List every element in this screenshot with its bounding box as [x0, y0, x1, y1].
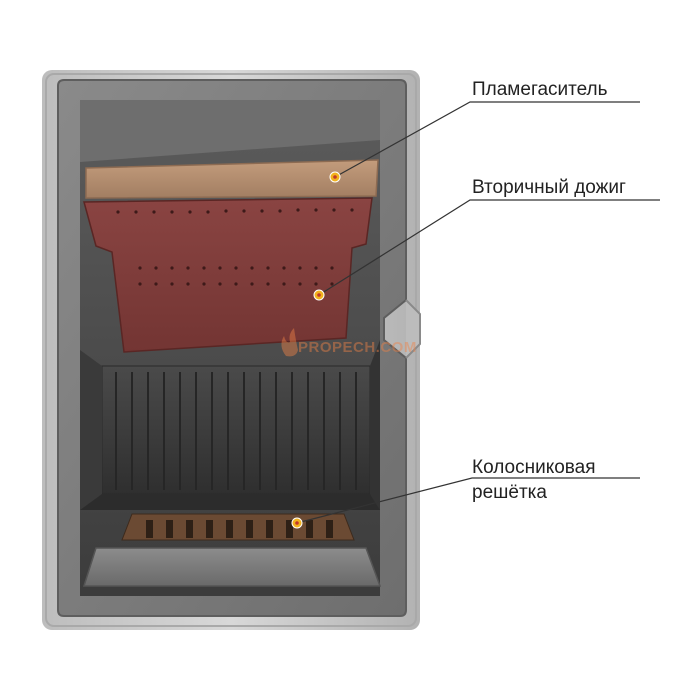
secondary-burn-panel — [83, 197, 373, 353]
back-wall-ribs — [115, 372, 357, 490]
label-flame-arrester: Пламегаситель — [472, 79, 608, 100]
grate-slots — [146, 520, 333, 538]
callout-line-flame-arrester — [334, 101, 640, 178]
firebox-back-wall — [101, 365, 371, 495]
stove-frame-edge — [45, 73, 417, 627]
callout-line-grate — [296, 477, 640, 524]
door-notch — [405, 299, 421, 359]
firebox-floor — [80, 494, 380, 510]
marker-secondary-burn — [313, 289, 325, 301]
burn-panel-holes-row1 — [138, 266, 334, 270]
callout-line-secondary-burn — [318, 199, 660, 296]
flame-arrester-plate — [85, 159, 379, 199]
watermark-flame-icon — [281, 328, 298, 357]
burn-panel-holes-top — [116, 208, 354, 214]
firebox-ceiling — [80, 100, 380, 162]
label-grate-line1: Колосниковая — [472, 457, 596, 478]
marker-grate — [291, 517, 303, 529]
label-grate-line2: решётка — [472, 482, 547, 503]
watermark-text: PROPECH.COM — [298, 339, 417, 356]
firebox-right-wall — [370, 340, 380, 510]
label-secondary-burn: Вторичный дожиг — [472, 177, 626, 198]
burn-panel-holes-row2 — [138, 282, 334, 286]
ash-lip — [82, 547, 382, 587]
marker-flame-arrester — [329, 171, 341, 183]
firebox-left-wall — [80, 350, 102, 510]
